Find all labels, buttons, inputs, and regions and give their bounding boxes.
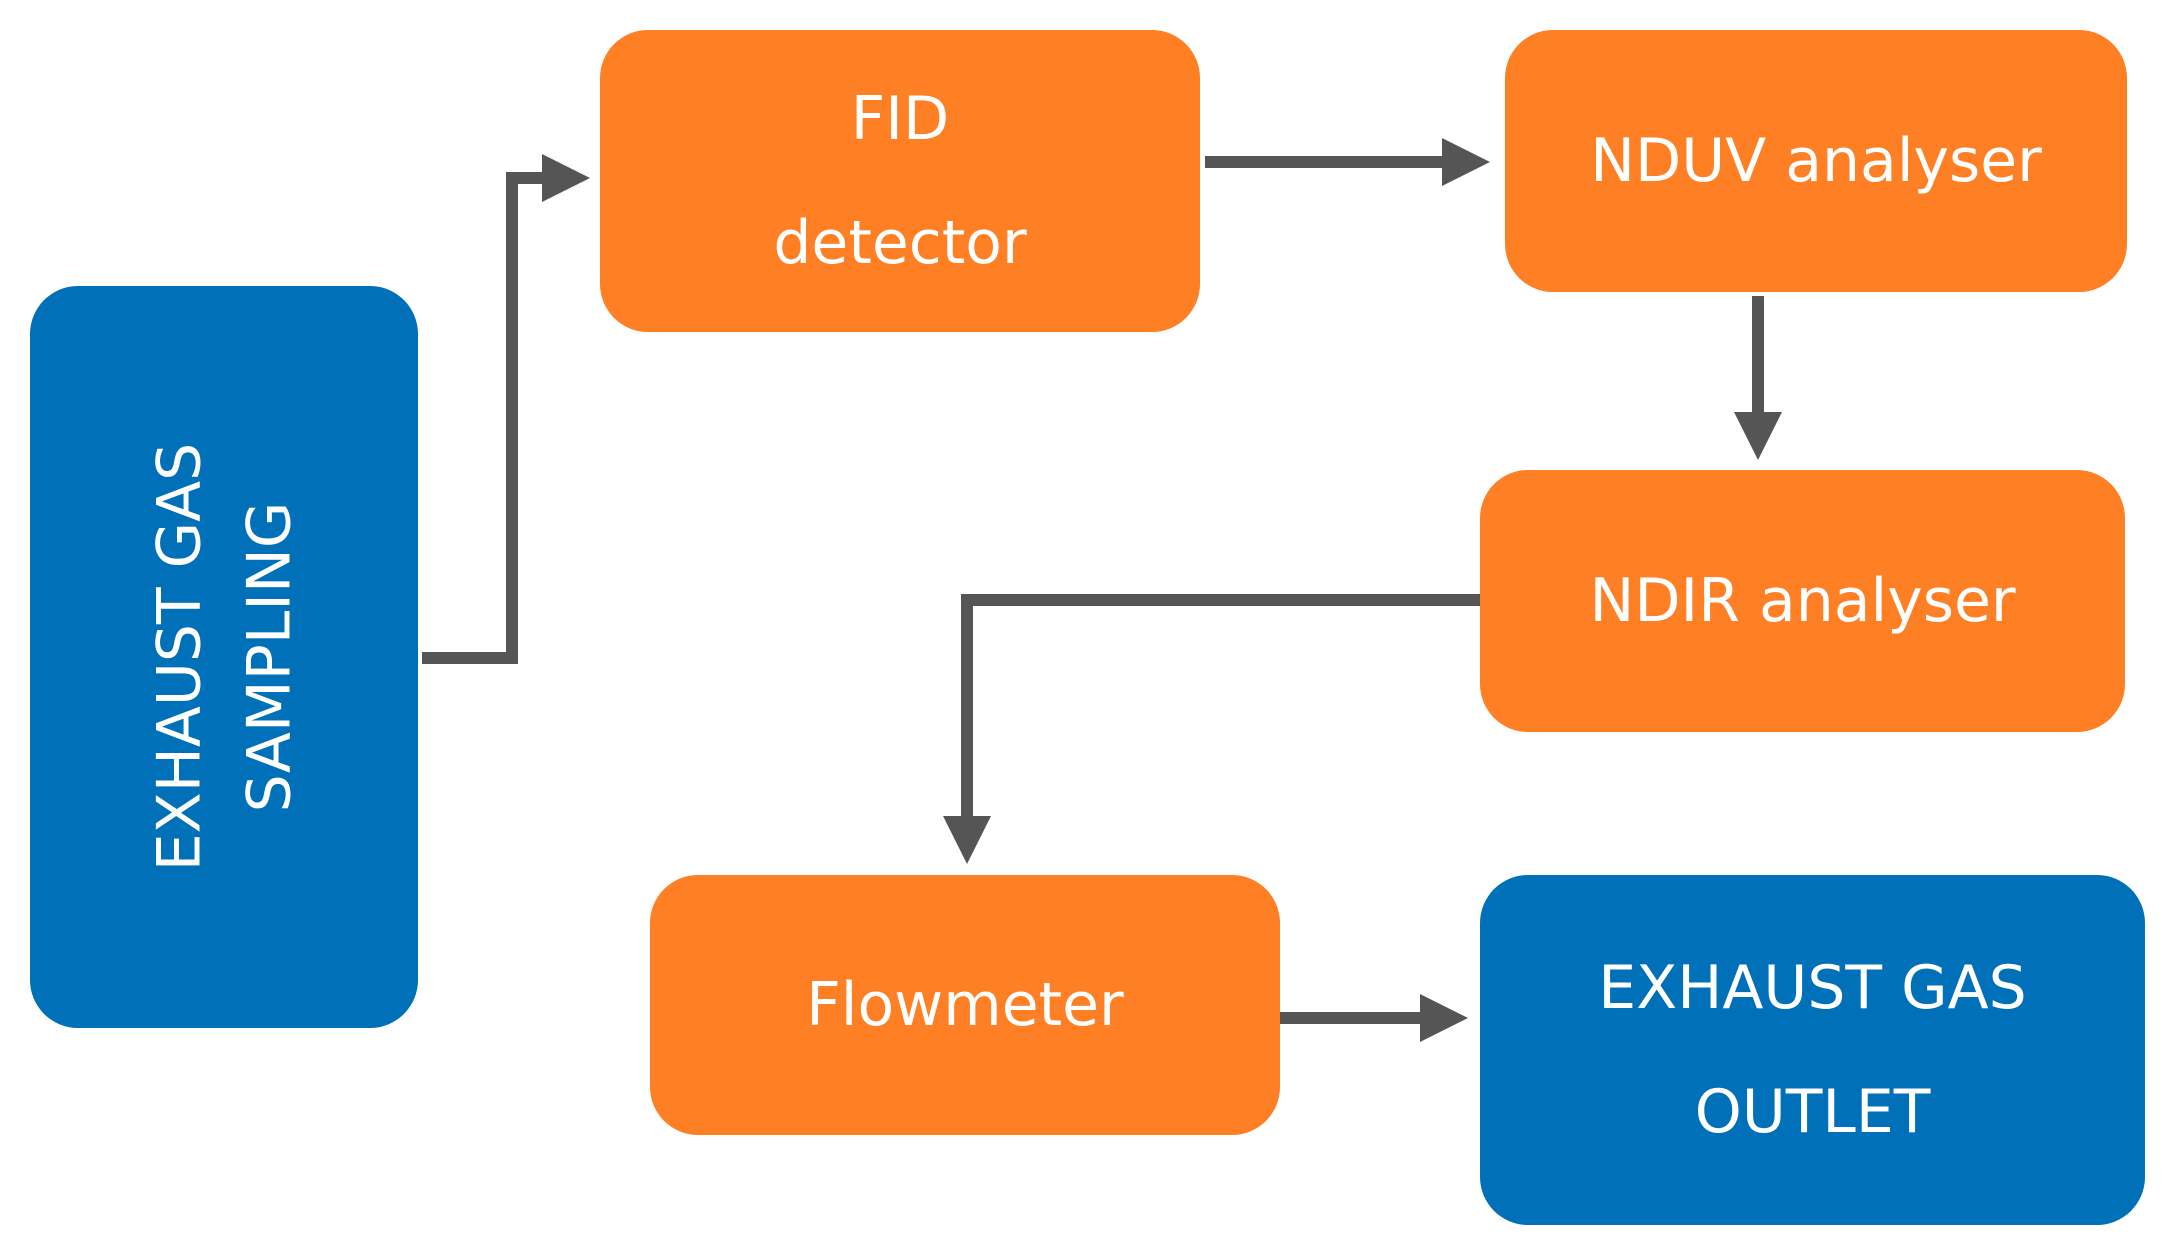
- sampling-label-line2: SAMPLING: [234, 501, 304, 813]
- sampling-label-line1: EXHAUST GAS: [144, 442, 214, 872]
- outlet-label-line1: EXHAUST GAS: [1598, 953, 2027, 1023]
- ndir-label: NDIR analyser: [1589, 566, 2016, 636]
- flowmeter-node: Flowmeter: [650, 875, 1280, 1135]
- exhaust-gas-outlet-node: EXHAUST GAS OUTLET: [1480, 875, 2145, 1225]
- ndir-analyser-node: NDIR analyser: [1480, 470, 2125, 732]
- fid-detector-node: FID detector: [600, 30, 1200, 332]
- fid-label-line1: FID: [850, 84, 950, 154]
- outlet-label-line2: OUTLET: [1694, 1077, 1931, 1147]
- sampling-label: EXHAUST GAS SAMPLING: [119, 443, 329, 872]
- exhaust-gas-sampling-node: EXHAUST GAS SAMPLING: [30, 286, 418, 1028]
- arrow-sampling-to-fid: [422, 154, 590, 664]
- nduv-analyser-node: NDUV analyser: [1505, 30, 2127, 292]
- arrow-ndir-to-flowmeter: [943, 594, 1480, 864]
- nduv-label: NDUV analyser: [1590, 126, 2042, 196]
- flowmeter-label: Flowmeter: [806, 970, 1124, 1040]
- fid-label-line2: detector: [773, 208, 1027, 278]
